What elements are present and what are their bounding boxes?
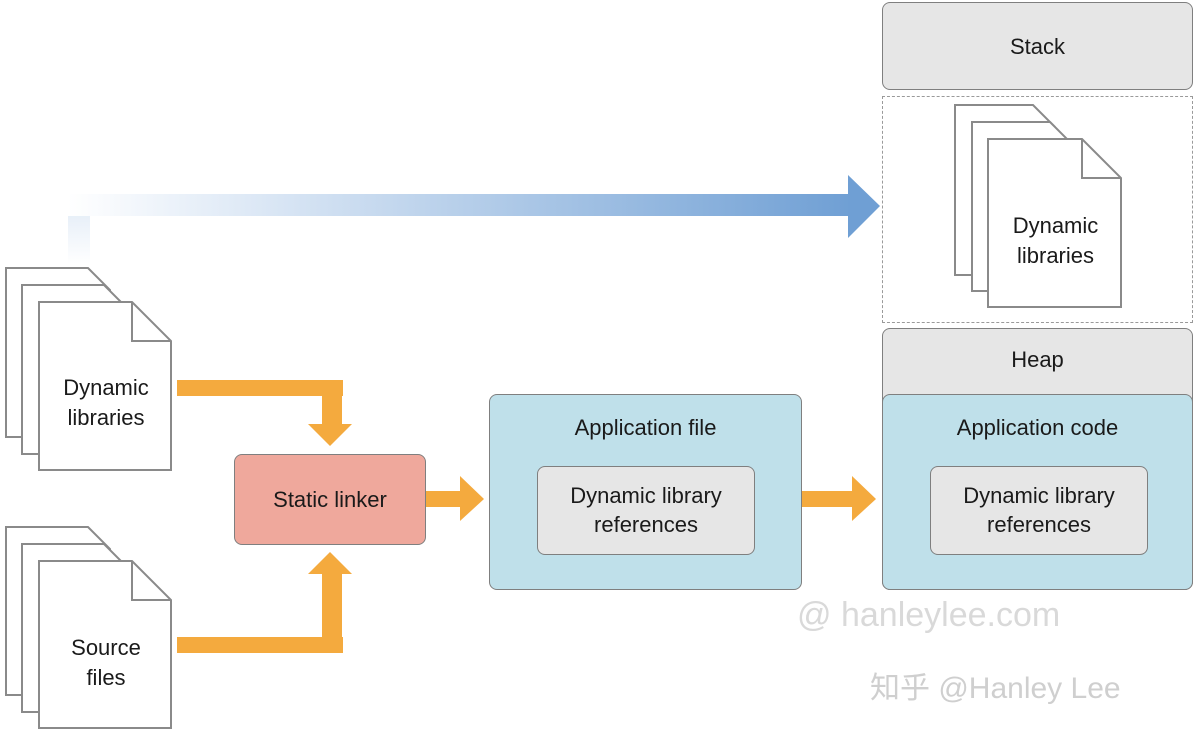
appcode-dylib-references-box: Dynamic library references xyxy=(930,466,1148,555)
appcode-dylib-references-label: Dynamic library references xyxy=(931,481,1147,539)
loaded-dylibs-region xyxy=(882,96,1193,323)
dynamic-libraries-doc-stack xyxy=(5,267,172,471)
arrow-appfile-to-appcode xyxy=(801,476,876,521)
loaded-dylibs-label-line1: Dynamic xyxy=(1012,213,1099,238)
arrow-dylibs-to-linker xyxy=(177,380,352,446)
appfile-dylib-references-line2: references xyxy=(594,512,698,537)
application-file-box: Application file Dynamic library referen… xyxy=(489,394,802,590)
heap-label: Heap xyxy=(1011,347,1064,372)
source-files-doc-stack xyxy=(5,526,172,729)
static-linker-box: Static linker xyxy=(234,454,426,545)
source-files-label-line2: files xyxy=(86,665,126,690)
appfile-dylib-references-label: Dynamic library references xyxy=(538,481,754,539)
dynamic-libraries-label: Dynamic libraries xyxy=(39,373,173,433)
application-code-title: Application code xyxy=(956,415,1119,440)
dynamic-libraries-label-line1: Dynamic xyxy=(63,375,149,400)
zhihu-watermark: 知乎 @Hanley Lee xyxy=(870,672,1121,705)
load-arrow-blue xyxy=(68,175,880,264)
stack-box: Stack xyxy=(882,2,1193,90)
loaded-dylibs-label-line2: libraries xyxy=(1016,243,1095,268)
source-files-label: Source files xyxy=(39,633,173,693)
appcode-dylib-references-line2: references xyxy=(987,512,1091,537)
static-linker-label: Static linker xyxy=(273,487,387,512)
source-files-label-line1: Source xyxy=(71,635,141,660)
arrow-linker-to-appfile xyxy=(425,476,484,521)
appfile-dylib-references-box: Dynamic library references xyxy=(537,466,755,555)
stack-label: Stack xyxy=(1009,34,1066,59)
dynamic-libraries-label-line2: libraries xyxy=(67,405,145,430)
application-code-box: Application code Dynamic library referen… xyxy=(882,394,1193,590)
appfile-dylib-references-line1: Dynamic library xyxy=(570,483,722,508)
application-file-title: Application file xyxy=(574,415,717,440)
appcode-dylib-references-line1: Dynamic library xyxy=(963,483,1115,508)
site-watermark: @ hanleylee.com xyxy=(797,596,1061,634)
loaded-dynamic-libraries-doc-stack xyxy=(954,104,1122,308)
arrow-sources-to-linker xyxy=(177,552,352,653)
loaded-dynamic-libraries-label: Dynamic libraries xyxy=(988,211,1123,271)
